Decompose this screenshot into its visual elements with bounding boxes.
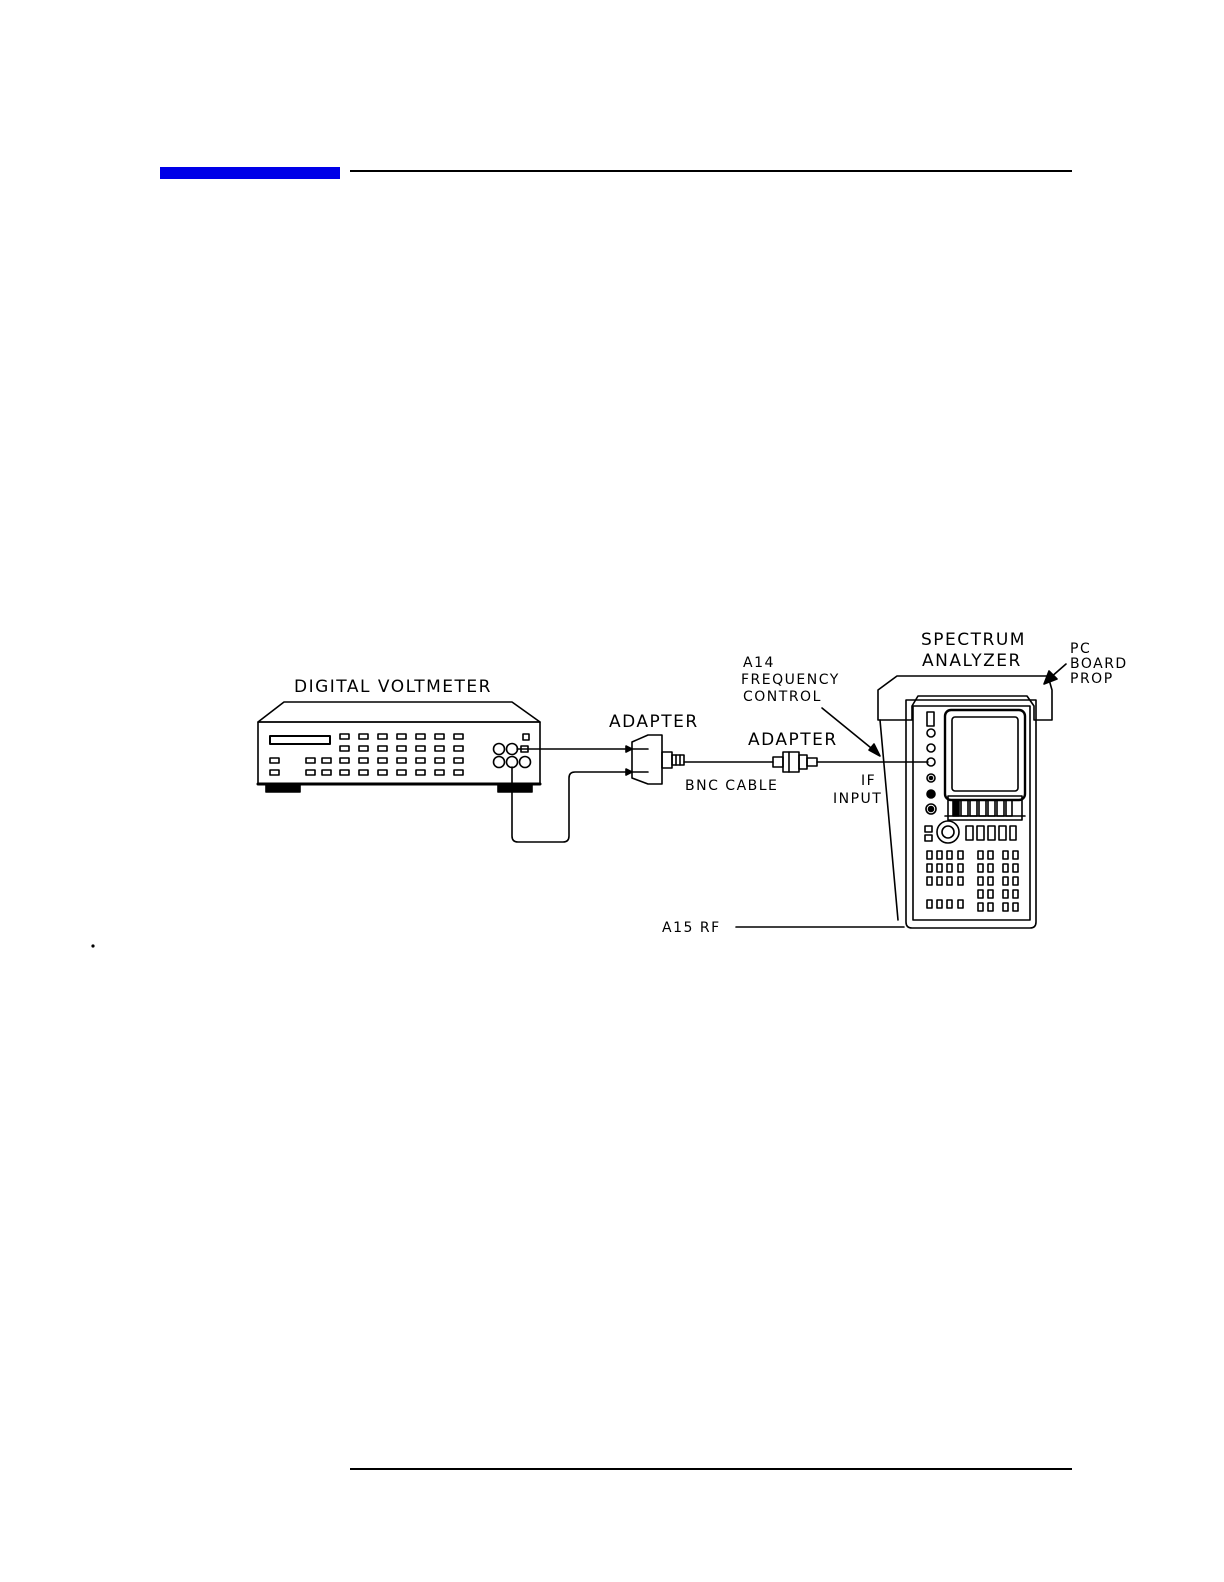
analyzer-keypad (927, 851, 1018, 911)
label-prop: PROP (1070, 671, 1114, 687)
dvm-input-terminals (494, 734, 531, 768)
label-a14-line2: FREQUENCY (741, 672, 840, 688)
label-digital-voltmeter: DIGITAL VOLTMETER (294, 677, 492, 697)
label-a14-line1: A14 (743, 655, 775, 671)
label-if-line1: IF (861, 773, 876, 789)
spectrum-analyzer (878, 676, 1052, 928)
label-pc: PC (1070, 641, 1091, 657)
label-bnc-cable: BNC CABLE (685, 778, 778, 794)
label-a14-line3: CONTROL (743, 689, 822, 705)
pc-board-prop-pointer (1044, 664, 1066, 684)
label-analyzer: ANALYZER (922, 651, 1022, 671)
label-board: BOARD (1070, 656, 1128, 672)
label-a15-rf: A15 RF (662, 920, 721, 936)
dvm-keypad (270, 734, 463, 775)
digital-voltmeter (258, 702, 540, 792)
label-if-line2: INPUT (833, 791, 882, 807)
dual-banana-adapter (632, 735, 684, 784)
pc-board-prop (878, 676, 1052, 720)
label-adapter-right: ADAPTER (748, 730, 838, 750)
label-spectrum: SPECTRUM (921, 630, 1026, 650)
bnc-adapter (773, 752, 817, 772)
label-adapter-left: ADAPTER (609, 712, 699, 732)
